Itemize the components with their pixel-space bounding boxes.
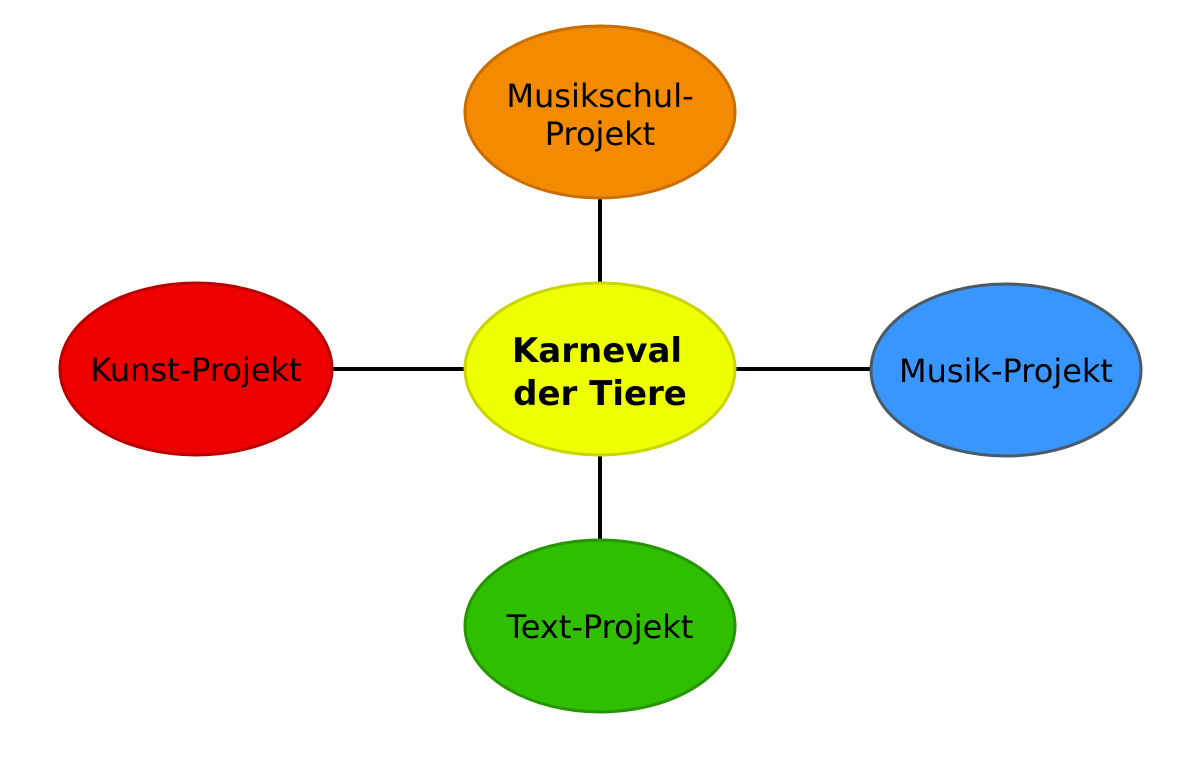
node-musikschul-projekt-label-line2: Projekt	[545, 115, 655, 153]
node-kunst-projekt-label: Kunst-Projekt	[90, 351, 301, 389]
node-text-projekt: Text-Projekt	[463, 538, 737, 714]
node-karneval-der-tiere-label-line1: Karneval	[512, 331, 682, 371]
node-text-projekt-label: Text-Projekt	[506, 608, 694, 646]
node-musikschul-projekt: Musikschul- Projekt	[463, 24, 737, 200]
node-karneval-der-tiere-shape	[463, 281, 737, 457]
node-musik-projekt-label: Musik-Projekt	[899, 352, 1113, 390]
node-musikschul-projekt-shape	[463, 24, 737, 200]
node-kunst-projekt-shape	[58, 281, 334, 457]
node-text-projekt-shape	[463, 538, 737, 714]
node-musik-projekt: Musik-Projekt	[869, 282, 1143, 458]
node-karneval-der-tiere: Karneval der Tiere	[463, 281, 737, 457]
node-kunst-projekt: Kunst-Projekt	[58, 281, 334, 457]
node-karneval-der-tiere-label-line2: der Tiere	[513, 374, 687, 414]
node-musik-projekt-shape	[869, 282, 1143, 458]
node-musikschul-projekt-label-line1: Musikschul-	[506, 77, 693, 115]
